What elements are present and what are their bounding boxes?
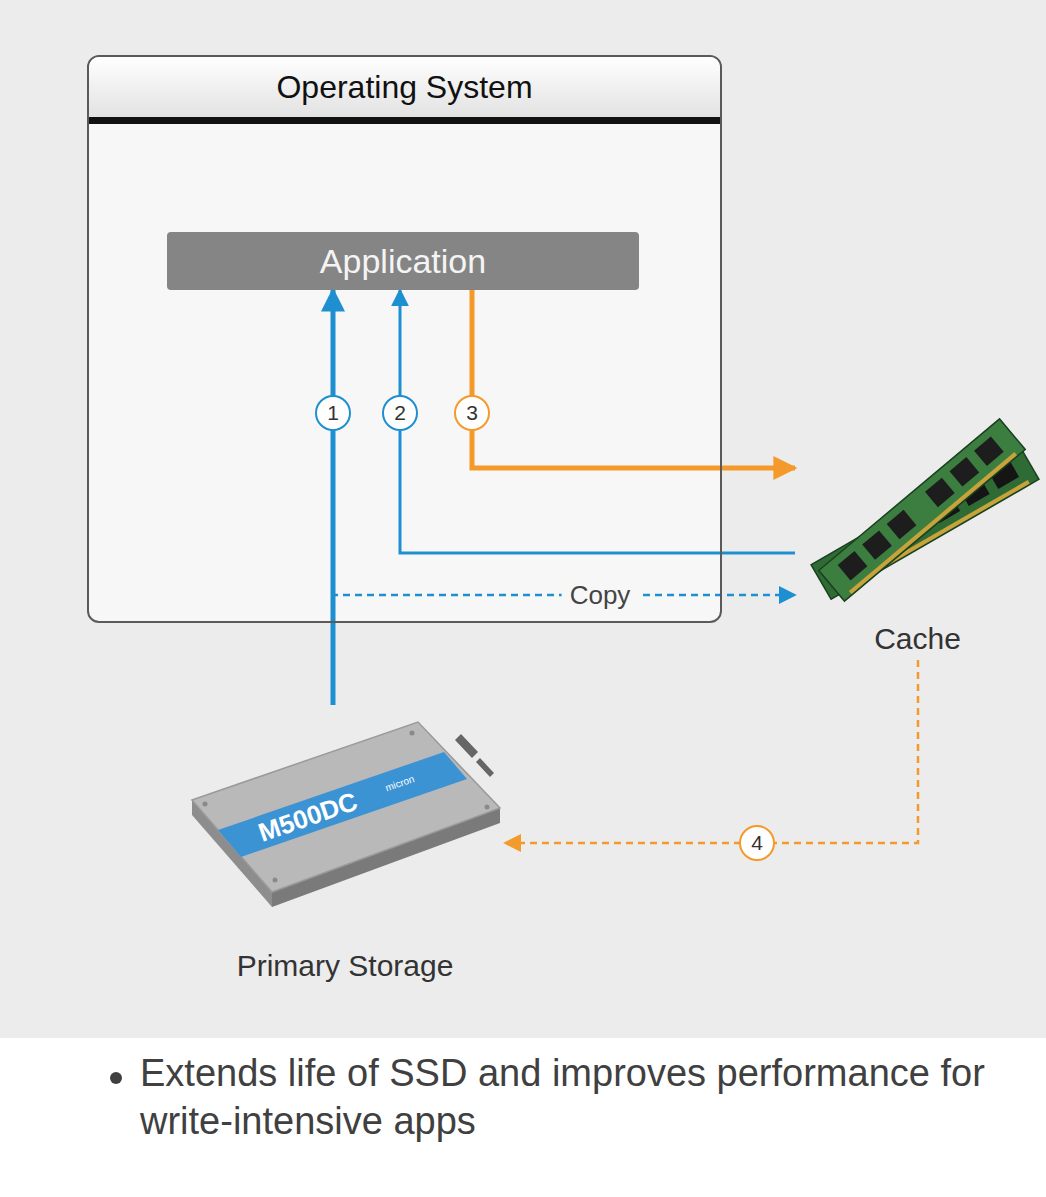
flow-arrow (505, 660, 918, 843)
edge-label-holder: Copy (562, 580, 639, 611)
ram-chip (974, 437, 1004, 466)
edge-label-holder: 2 (382, 395, 418, 431)
box-header: Operating System (89, 57, 720, 124)
ram-chip (838, 551, 868, 580)
ssd-drive (192, 722, 500, 907)
flow-arrow (472, 290, 795, 468)
ssd-screw (203, 802, 208, 807)
callout-number: 3 (454, 395, 490, 431)
part-label: Primary Storage (237, 949, 454, 987)
ssd-screw (273, 878, 278, 883)
edge-label-holder: 3 (454, 395, 490, 431)
edge-label: Copy (562, 580, 639, 611)
ssd-connector (455, 734, 478, 758)
ssd-screw (410, 731, 415, 736)
process-box: Application (167, 232, 639, 290)
callout-number: 1 (315, 395, 351, 431)
os-box-ground (87, 55, 722, 623)
ssd-connector (476, 758, 494, 777)
part-label: Cache (874, 622, 961, 660)
ssd-screw (485, 805, 490, 810)
edge-label-holder: 1 (315, 395, 351, 431)
flow-arrow (333, 595, 795, 705)
ssd-label-stripe (218, 752, 467, 857)
label-holder: Extends life of SSD and improves perform… (140, 1050, 1020, 1145)
slide-ground (0, 0, 1046, 1038)
os-box-fill (87, 55, 722, 623)
bullet-text: Extends life of SSD and improves perform… (140, 1050, 1020, 1145)
label-holder: micron (384, 773, 416, 795)
label-holder: M500DC (254, 785, 362, 849)
ram-stick (819, 419, 1025, 601)
ssd-top (192, 722, 500, 892)
flow-arrow (400, 290, 795, 553)
cache-node: Cache (795, 415, 1040, 660)
brand-name: micron (384, 773, 416, 795)
product-name: M500DC (254, 785, 362, 849)
ram-chip (862, 530, 892, 559)
ram-chip (950, 457, 980, 486)
bullet-dot (110, 1072, 122, 1084)
callout-number: 4 (739, 825, 775, 861)
box-label: Application (320, 242, 486, 281)
ram-chip (887, 510, 917, 539)
callout-number: 2 (382, 395, 418, 431)
ram-pins (849, 452, 1017, 594)
os-box: Operating SystemApplication (87, 55, 722, 623)
ram-board (819, 419, 1025, 601)
ram-chip (925, 478, 955, 507)
storage-node: Primary Storage (185, 705, 505, 987)
edge-label-holder: 4 (739, 825, 775, 861)
